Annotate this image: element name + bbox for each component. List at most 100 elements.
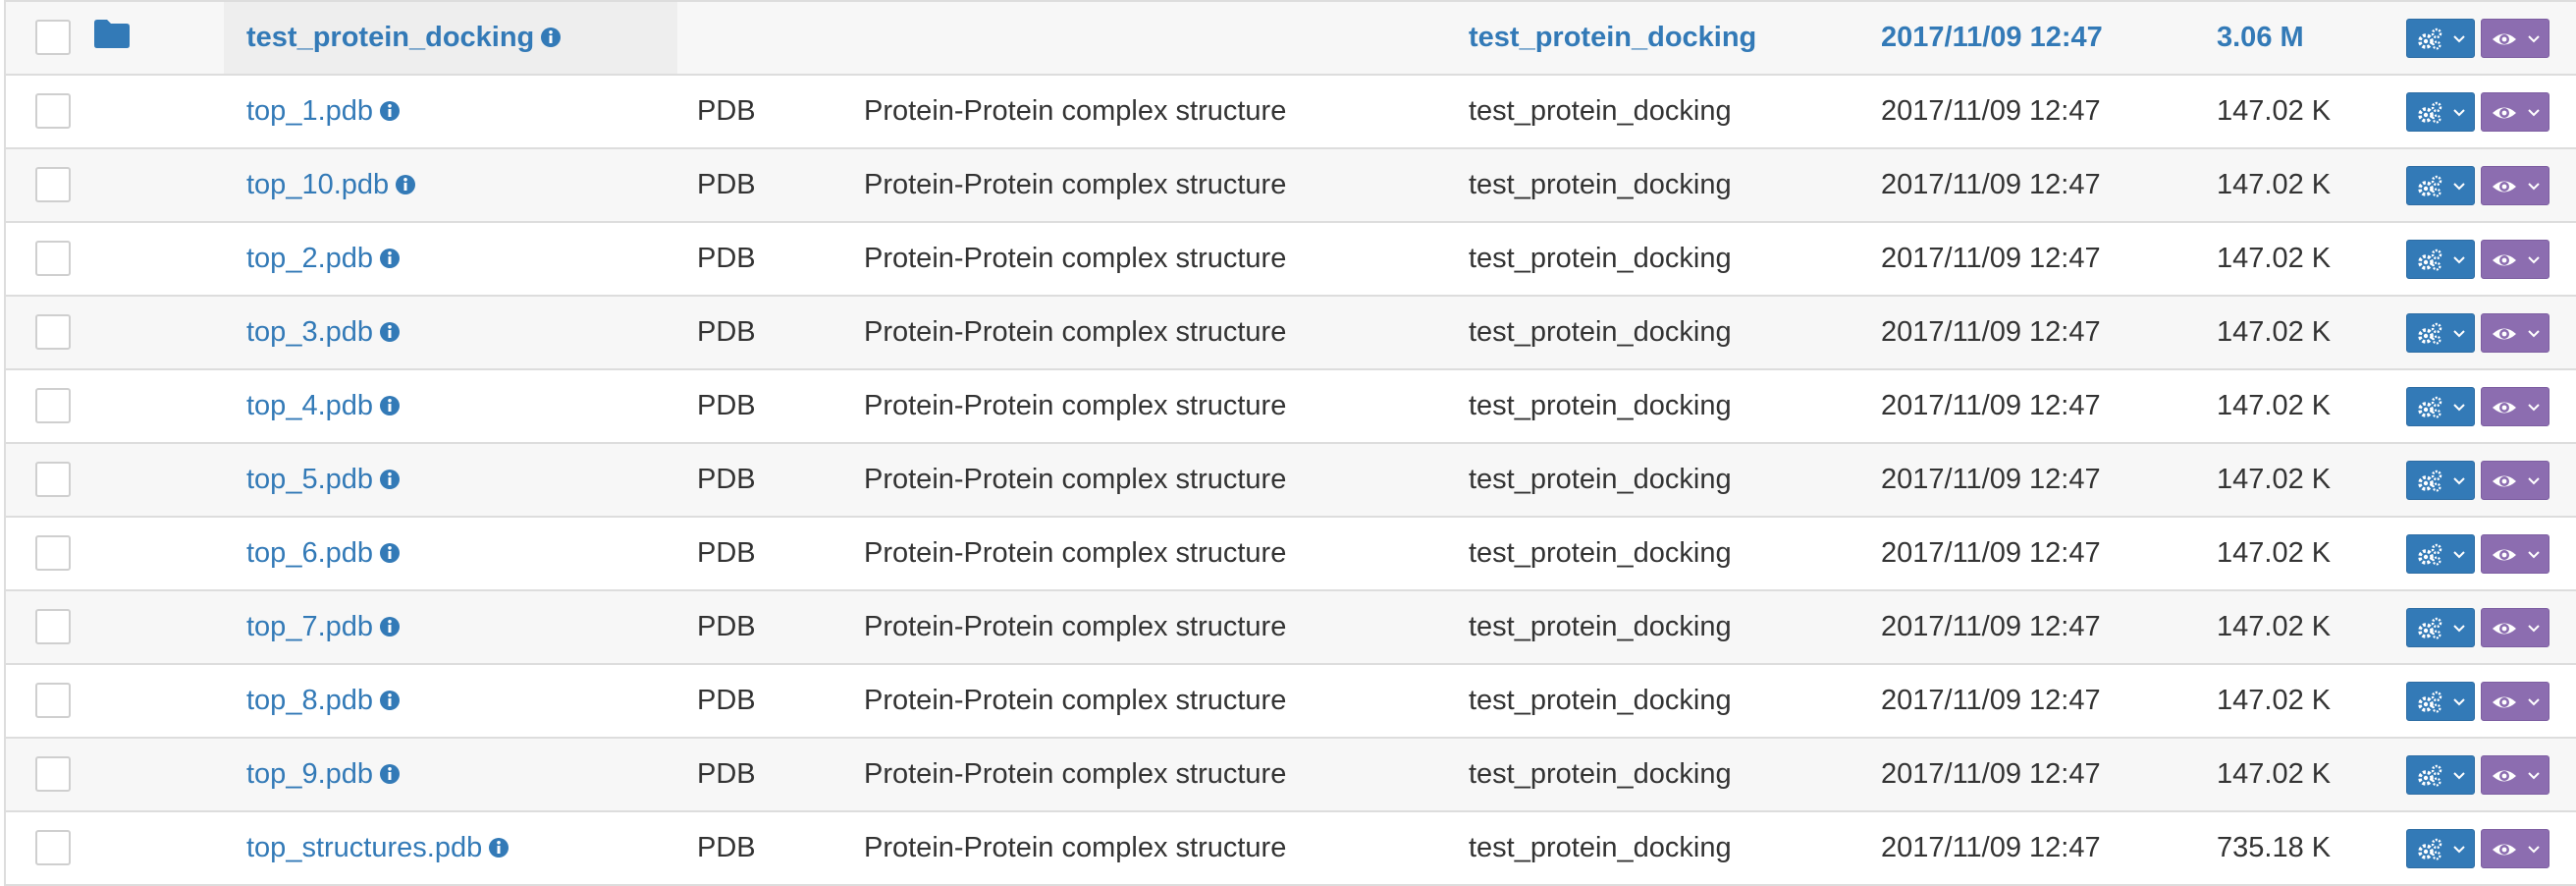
actions-dropdown-button[interactable] — [2406, 313, 2475, 353]
info-circle-icon[interactable] — [540, 27, 562, 48]
file-name-link[interactable]: top_2.pdb — [246, 243, 374, 274]
view-dropdown-button[interactable] — [2481, 755, 2549, 795]
view-dropdown-button[interactable] — [2481, 166, 2549, 205]
info-circle-icon[interactable] — [379, 616, 401, 637]
eye-icon — [2493, 328, 2516, 340]
actions-dropdown-button[interactable] — [2406, 387, 2475, 426]
info-circle-icon[interactable] — [379, 395, 401, 416]
file-name-link[interactable]: top_5.pdb — [246, 464, 374, 495]
info-circle-icon[interactable] — [379, 542, 401, 564]
row-checkbox[interactable] — [35, 683, 71, 718]
date-cell: 2017/11/09 12:47 — [1881, 390, 2101, 421]
date-cell: 2017/11/09 12:47 — [1881, 464, 2101, 495]
type-cell — [697, 2, 844, 74]
actions-dropdown-button[interactable] — [2406, 608, 2475, 647]
info-circle-icon[interactable] — [379, 321, 401, 343]
row-checkbox[interactable] — [35, 535, 71, 571]
actions-dropdown-button[interactable] — [2406, 19, 2475, 58]
view-dropdown-button[interactable] — [2481, 387, 2549, 426]
file-row: top_9.pdb PDB Protein-Protein complex st… — [6, 739, 2576, 812]
type-cell: PDB — [697, 316, 756, 348]
view-dropdown-button[interactable] — [2481, 682, 2549, 721]
actions-dropdown-button[interactable] — [2406, 755, 2475, 795]
project-cell: test_protein_docking — [1469, 22, 1757, 53]
info-circle-icon[interactable] — [488, 837, 510, 858]
folder-row: test_protein_docking test_protein_dockin… — [6, 0, 2576, 76]
date-cell: 2017/11/09 12:47 — [1881, 316, 2101, 348]
chevron-down-icon — [2528, 846, 2540, 854]
date-cell: 2017/11/09 12:47 — [1881, 611, 2101, 642]
view-dropdown-button[interactable] — [2481, 92, 2549, 132]
row-checkbox[interactable] — [35, 756, 71, 792]
actions-dropdown-button[interactable] — [2406, 166, 2475, 205]
chevron-down-icon — [2528, 698, 2540, 706]
chevron-down-icon — [2453, 256, 2465, 264]
view-dropdown-button[interactable] — [2481, 19, 2549, 58]
actions-dropdown-button[interactable] — [2406, 682, 2475, 721]
file-name-link[interactable]: top_structures.pdb — [246, 832, 483, 863]
row-checkbox[interactable] — [35, 93, 71, 129]
file-name-link[interactable]: top_1.pdb — [246, 95, 374, 127]
actions-dropdown-button[interactable] — [2406, 829, 2475, 868]
row-checkbox[interactable] — [35, 388, 71, 423]
info-circle-icon[interactable] — [379, 248, 401, 269]
name-cell: top_6.pdb — [224, 518, 677, 589]
select-cell — [6, 444, 222, 516]
file-row: top_3.pdb PDB Protein-Protein complex st… — [6, 297, 2576, 370]
file-row: top_8.pdb PDB Protein-Protein complex st… — [6, 665, 2576, 739]
project-cell: test_protein_docking — [1469, 832, 1732, 863]
chevron-down-icon — [2528, 109, 2540, 117]
file-name-link[interactable]: top_3.pdb — [246, 316, 374, 348]
info-circle-icon[interactable] — [395, 174, 416, 195]
file-name-link[interactable]: top_8.pdb — [246, 685, 374, 716]
chevron-down-icon — [2453, 551, 2465, 559]
size-cell: 147.02 K — [2217, 537, 2332, 569]
view-dropdown-button[interactable] — [2481, 313, 2549, 353]
size-cell: 3.06 M — [2217, 22, 2304, 53]
folder-icon[interactable] — [94, 19, 130, 48]
file-name-link[interactable]: top_9.pdb — [246, 758, 374, 790]
gears-icon — [2418, 175, 2442, 197]
description-cell: Protein-Protein complex structure — [864, 169, 1287, 200]
actions-dropdown-button[interactable] — [2406, 461, 2475, 500]
type-cell: PDB — [697, 611, 756, 642]
gears-icon — [2418, 101, 2442, 124]
type-cell: PDB — [697, 758, 756, 790]
row-checkbox[interactable] — [35, 20, 71, 55]
select-cell — [6, 297, 222, 368]
file-name-link[interactable]: top_6.pdb — [246, 537, 374, 569]
info-circle-icon[interactable] — [379, 469, 401, 490]
row-checkbox[interactable] — [35, 462, 71, 497]
view-dropdown-button[interactable] — [2481, 608, 2549, 647]
info-circle-icon[interactable] — [379, 690, 401, 711]
actions-dropdown-button[interactable] — [2406, 240, 2475, 279]
actions-dropdown-button[interactable] — [2406, 92, 2475, 132]
date-cell: 2017/11/09 12:47 — [1881, 832, 2101, 863]
chevron-down-icon — [2453, 625, 2465, 633]
file-name-link[interactable]: top_4.pdb — [246, 390, 374, 421]
view-dropdown-button[interactable] — [2481, 240, 2549, 279]
row-checkbox[interactable] — [35, 609, 71, 644]
info-circle-icon[interactable] — [379, 100, 401, 122]
row-checkbox[interactable] — [35, 241, 71, 276]
folder-name-link[interactable]: test_protein_docking — [246, 22, 535, 53]
row-checkbox[interactable] — [35, 167, 71, 202]
size-cell: 147.02 K — [2217, 685, 2332, 716]
file-row: top_6.pdb PDB Protein-Protein complex st… — [6, 518, 2576, 591]
info-circle-icon[interactable] — [379, 763, 401, 785]
name-cell: top_structures.pdb — [224, 812, 677, 884]
description-cell: Protein-Protein complex structure — [864, 316, 1287, 348]
actions-dropdown-button[interactable] — [2406, 534, 2475, 574]
view-dropdown-button[interactable] — [2481, 829, 2549, 868]
gears-icon — [2418, 617, 2442, 639]
view-dropdown-button[interactable] — [2481, 534, 2549, 574]
file-name-link[interactable]: top_10.pdb — [246, 169, 390, 200]
select-cell — [6, 76, 222, 147]
chevron-down-icon — [2453, 477, 2465, 485]
select-cell — [6, 2, 222, 74]
file-name-link[interactable]: top_7.pdb — [246, 611, 374, 642]
type-cell: PDB — [697, 685, 756, 716]
view-dropdown-button[interactable] — [2481, 461, 2549, 500]
row-checkbox[interactable] — [35, 830, 71, 865]
row-checkbox[interactable] — [35, 314, 71, 350]
